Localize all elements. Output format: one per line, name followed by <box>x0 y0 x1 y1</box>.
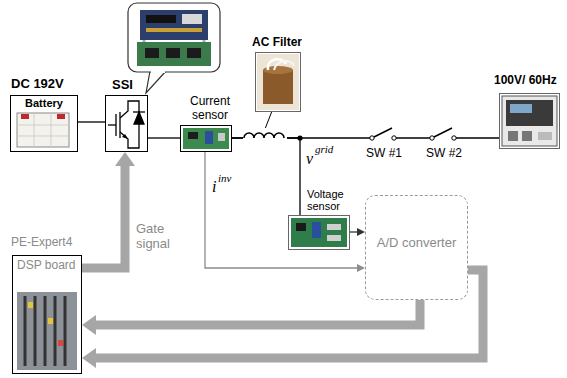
filter-box: AC Filter <box>255 52 301 112</box>
sensor-label: Voltage sensor <box>307 188 353 213</box>
inverter-box: SSI <box>105 95 148 152</box>
signal-arrow <box>82 152 135 268</box>
signal-name: i <box>212 178 216 196</box>
sensor-label: Current sensor <box>181 95 239 123</box>
dsp-box: PE-Expert4DSP board <box>12 255 82 374</box>
converter-label: A/D converter <box>366 236 467 251</box>
board-label: DSP board <box>17 259 77 273</box>
ac-filter-photo <box>257 54 299 110</box>
wire <box>205 152 365 272</box>
current-sensor-photo <box>183 128 229 149</box>
inductor-symbol <box>243 128 287 140</box>
battery-photo <box>17 113 69 147</box>
wire <box>350 228 365 236</box>
grid-label: 100V/ 60Hz <box>494 74 557 88</box>
dsp-photo <box>17 292 77 370</box>
wire <box>78 122 105 123</box>
signal-arrow <box>82 300 420 335</box>
sensor-box: Current sensor <box>180 125 232 152</box>
ssi-photo-callout <box>128 3 220 93</box>
inverter-label: SSI <box>112 78 133 93</box>
signal-name: inv <box>218 172 231 184</box>
switch-symbol <box>430 126 456 140</box>
filter-label: AC Filter <box>252 36 302 50</box>
switch-label: SW #2 <box>426 147 462 160</box>
switch-symbol <box>370 126 396 140</box>
wire <box>232 138 300 215</box>
leader-line <box>265 111 272 129</box>
junction-dot <box>297 135 302 140</box>
switch-label: SW #1 <box>366 147 402 160</box>
voltage-sensor-photo <box>291 218 347 247</box>
signal-name: v <box>306 150 313 168</box>
wire <box>148 138 180 139</box>
board-label: PE-Expert4 <box>11 236 72 250</box>
signal-name: grid <box>315 143 333 155</box>
grid-box: 100V/ 60Hz <box>499 93 560 149</box>
sensor-box: Voltage sensor <box>288 215 350 250</box>
signal-arrow <box>82 270 483 368</box>
grid-source-photo <box>502 96 557 146</box>
battery-label: Battery <box>11 97 77 110</box>
voltage-label: DC 192V <box>11 77 64 92</box>
battery-box: DC 192VBattery <box>10 95 78 152</box>
converter-box: A/D converter <box>365 195 468 300</box>
igbt-symbol <box>108 101 145 148</box>
edge-label: Gate signal <box>136 222 196 252</box>
